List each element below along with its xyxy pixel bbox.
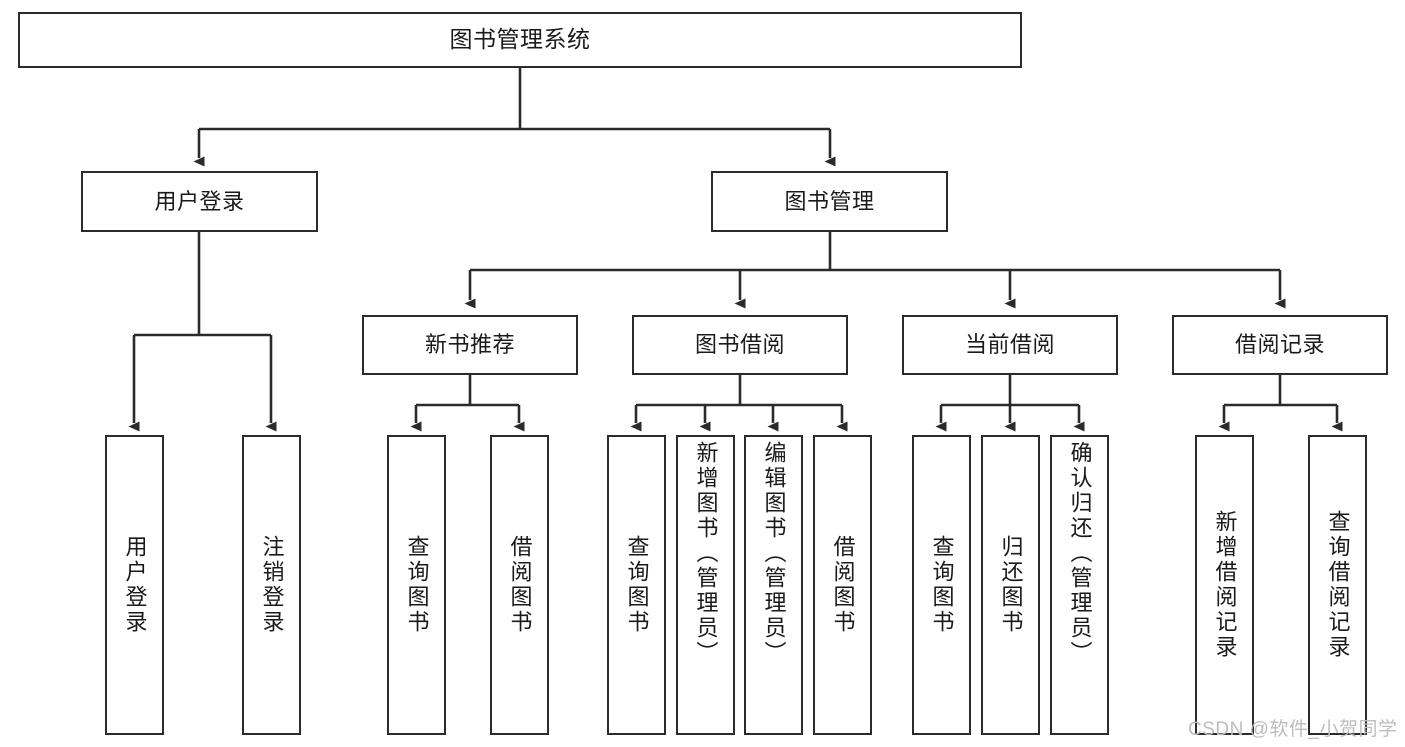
node-user-login[interactable]: 用户登录	[81, 171, 318, 232]
node-leaf-query-record[interactable]: 查询借阅记录	[1308, 435, 1367, 735]
node-leaf-logout-login[interactable]: 注销登录	[242, 435, 301, 735]
node-root-label: 图书管理系统	[449, 26, 591, 53]
node-book-borrow-label: 图书借阅	[694, 332, 785, 358]
node-leaf-query-book-2[interactable]: 查询图书	[607, 435, 666, 735]
node-leaf-user-login[interactable]: 用户登录	[105, 435, 164, 735]
node-leaf-confirm-return-label: 确认归还（管理员）	[1067, 441, 1093, 666]
node-leaf-query-book-1-label: 查询图书	[404, 535, 430, 635]
node-leaf-edit-book-label: 编辑图书（管理员）	[761, 441, 787, 666]
node-leaf-add-record-label: 新增借阅记录	[1212, 510, 1238, 660]
node-root[interactable]: 图书管理系统	[18, 12, 1022, 68]
node-borrow-record-label: 借阅记录	[1234, 332, 1325, 358]
watermark: CSDN @软件_小贺同学	[1188, 719, 1398, 740]
node-leaf-query-record-label: 查询借阅记录	[1325, 510, 1351, 660]
node-new-book-rec-label: 新书推荐	[424, 332, 515, 358]
node-new-book-rec[interactable]: 新书推荐	[362, 315, 578, 375]
node-leaf-return-book-label: 归还图书	[998, 535, 1024, 635]
node-leaf-confirm-return[interactable]: 确认归还（管理员）	[1050, 435, 1109, 735]
node-leaf-add-book-label: 新增图书（管理员）	[693, 441, 719, 666]
node-leaf-borrow-book-1[interactable]: 借阅图书	[490, 435, 549, 735]
node-leaf-query-book-1[interactable]: 查询图书	[387, 435, 446, 735]
node-current-borrow[interactable]: 当前借阅	[902, 315, 1118, 375]
node-book-manage-label: 图书管理	[784, 188, 875, 214]
node-leaf-logout-login-label: 注销登录	[259, 535, 285, 635]
node-leaf-borrow-book-1-label: 借阅图书	[507, 535, 533, 635]
node-leaf-user-login-label: 用户登录	[122, 535, 148, 635]
node-leaf-borrow-book-2-label: 借阅图书	[830, 535, 856, 635]
node-borrow-record[interactable]: 借阅记录	[1172, 315, 1388, 375]
node-current-borrow-label: 当前借阅	[964, 332, 1055, 358]
node-book-borrow[interactable]: 图书借阅	[632, 315, 848, 375]
node-user-login-label: 用户登录	[154, 188, 245, 214]
node-leaf-query-book-3[interactable]: 查询图书	[912, 435, 971, 735]
node-book-manage[interactable]: 图书管理	[711, 171, 948, 232]
node-leaf-return-book[interactable]: 归还图书	[981, 435, 1040, 735]
node-leaf-add-record[interactable]: 新增借阅记录	[1195, 435, 1254, 735]
node-leaf-add-book[interactable]: 新增图书（管理员）	[676, 435, 735, 735]
node-leaf-borrow-book-2[interactable]: 借阅图书	[813, 435, 872, 735]
node-leaf-query-book-3-label: 查询图书	[929, 535, 955, 635]
node-leaf-query-book-2-label: 查询图书	[624, 535, 650, 635]
node-leaf-edit-book[interactable]: 编辑图书（管理员）	[744, 435, 803, 735]
